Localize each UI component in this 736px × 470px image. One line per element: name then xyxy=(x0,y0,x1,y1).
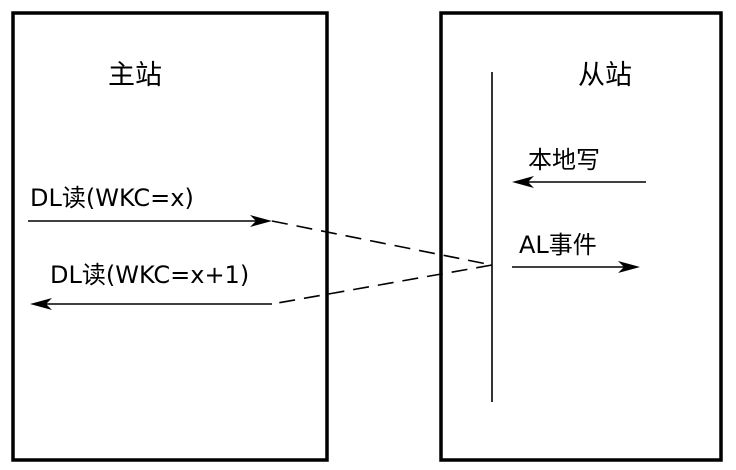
dl-read-request-arrowhead xyxy=(250,215,272,227)
al-event-label: AL事件 xyxy=(519,231,597,259)
dl-read-response-label: DL读(WKC=x+1) xyxy=(50,261,249,289)
local-write-label: 本地写 xyxy=(528,146,600,174)
master-station-box xyxy=(11,11,329,462)
master-station-title: 主站 xyxy=(108,60,162,91)
dl-read-request-path xyxy=(271,220,493,266)
dl-read-request-label: DL读(WKC=x) xyxy=(30,184,194,212)
slave-station-box xyxy=(439,11,723,462)
dl-read-response-arrowhead xyxy=(30,298,52,310)
slave-station-title: 从站 xyxy=(578,60,632,91)
local-write-arrowhead xyxy=(512,176,534,188)
al-event-arrowhead xyxy=(618,261,640,273)
dl-read-response-path xyxy=(271,264,493,305)
